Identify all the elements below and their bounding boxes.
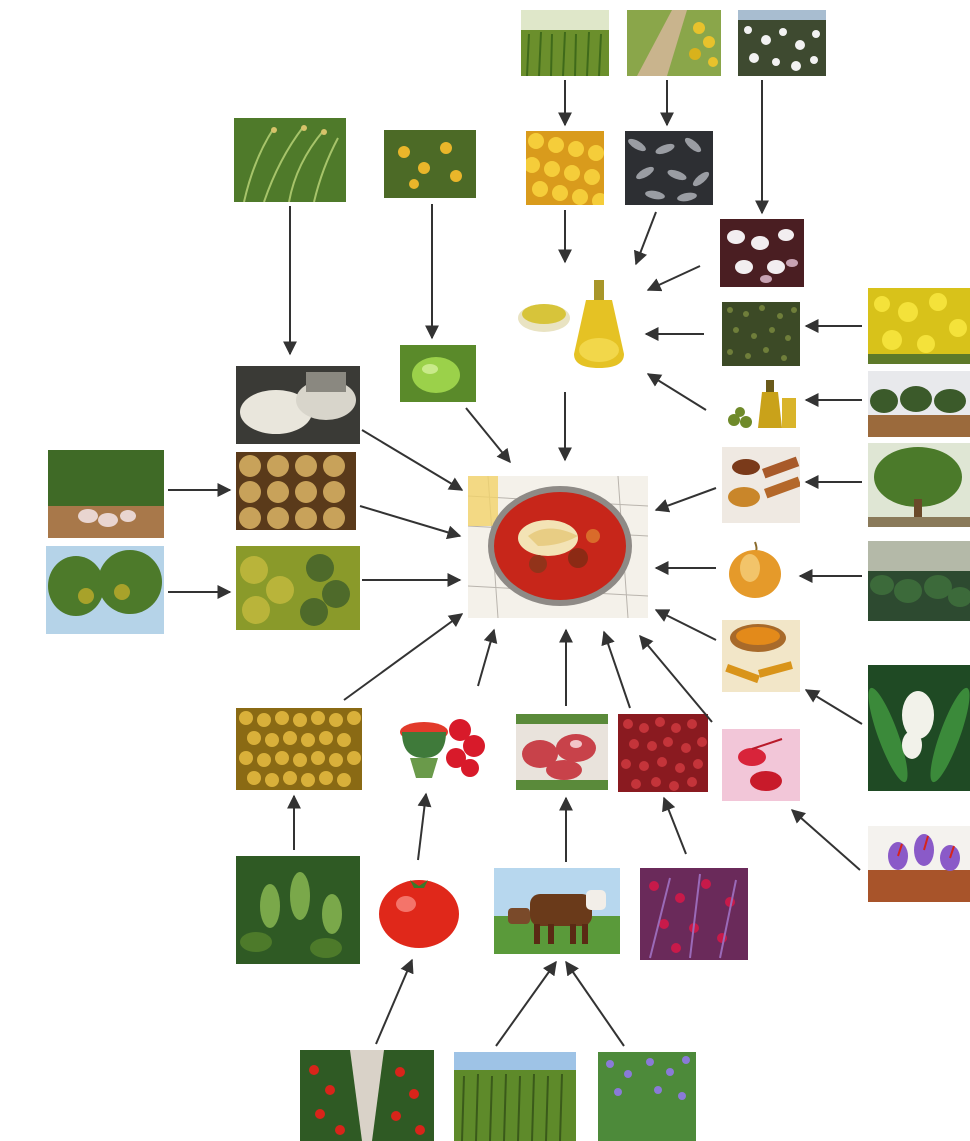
arrow-chickpea-to-dish <box>344 614 462 700</box>
cotton-seeds-icon <box>720 219 804 287</box>
cotton-field-icon <box>738 10 826 76</box>
arrow-maize-to-cattle <box>496 962 556 1046</box>
tomato-paste-icon <box>394 702 488 788</box>
arrow-shrub-to-barberries <box>664 798 686 854</box>
stew-dish-icon <box>468 476 648 618</box>
wheat-field-icon <box>521 10 609 76</box>
sumac-tree-icon <box>46 546 164 634</box>
sunflower-field-icon <box>627 10 721 76</box>
potato-plant-icon <box>48 450 164 538</box>
lemon-tree-icon <box>384 130 476 198</box>
saffron-flower-icon <box>868 826 970 902</box>
tomato-greenhouse-icon <box>300 1050 434 1141</box>
cattle-icon <box>494 868 620 954</box>
meat-icon <box>516 714 608 790</box>
arrow-alfalfa-to-cattle <box>566 962 624 1046</box>
dried-fruit-icon <box>236 546 360 630</box>
lime-icon <box>400 345 476 402</box>
onion-icon <box>722 536 788 602</box>
arrow-paste-to-dish <box>478 630 494 686</box>
turmeric-icon <box>722 620 800 692</box>
rice-grain-icon <box>236 366 360 444</box>
olive-oil-icon <box>722 376 800 432</box>
arrow-barberries-to-dish <box>604 632 630 708</box>
canola-seeds-icon <box>722 302 800 366</box>
arrow-oliveoil-to-oil <box>648 374 706 410</box>
cinnamon-tree-icon <box>868 443 970 527</box>
olive-grove-icon <box>868 371 970 437</box>
tomato-icon <box>374 866 464 952</box>
corn-kernels-icon <box>526 131 604 205</box>
rice-plant-icon <box>234 118 346 202</box>
potatoes-icon <box>236 452 356 530</box>
cooking-oil-icon <box>512 274 634 372</box>
chickpea-plant-icon <box>236 856 360 964</box>
onion-field-icon <box>868 541 970 621</box>
arrow-lime-to-dish <box>466 408 510 462</box>
sunflower-seeds-icon <box>625 131 713 205</box>
arrow-cinnamon-to-dish <box>656 488 716 510</box>
barberry-shrub-icon <box>640 868 748 960</box>
arrow-sunseeds-to-oil <box>636 212 656 264</box>
arrow-saffronflower-to-saffron <box>792 810 860 870</box>
arrow-saffron-to-dish <box>640 636 712 722</box>
saffron-icon <box>722 729 800 801</box>
maize-field-icon <box>454 1052 576 1141</box>
arrow-grain-to-dish <box>362 430 462 490</box>
arrow-turmericplant-to-turmeric <box>806 690 862 724</box>
arrow-potatoes-to-dish <box>360 506 460 536</box>
arrow-tomato-to-paste <box>418 794 426 860</box>
cinnamon-icon <box>722 447 800 523</box>
arrow-cottonseeds-to-oil <box>648 266 700 290</box>
canola-field-icon <box>868 288 970 364</box>
arrow-greenhouse-to-tomato <box>376 960 412 1044</box>
turmeric-plant-icon <box>868 665 970 791</box>
chickpeas-icon <box>236 708 362 790</box>
barberries-icon <box>618 714 708 792</box>
alfalfa-field-icon <box>598 1052 696 1141</box>
arrow-turmeric-to-dish <box>656 610 716 640</box>
